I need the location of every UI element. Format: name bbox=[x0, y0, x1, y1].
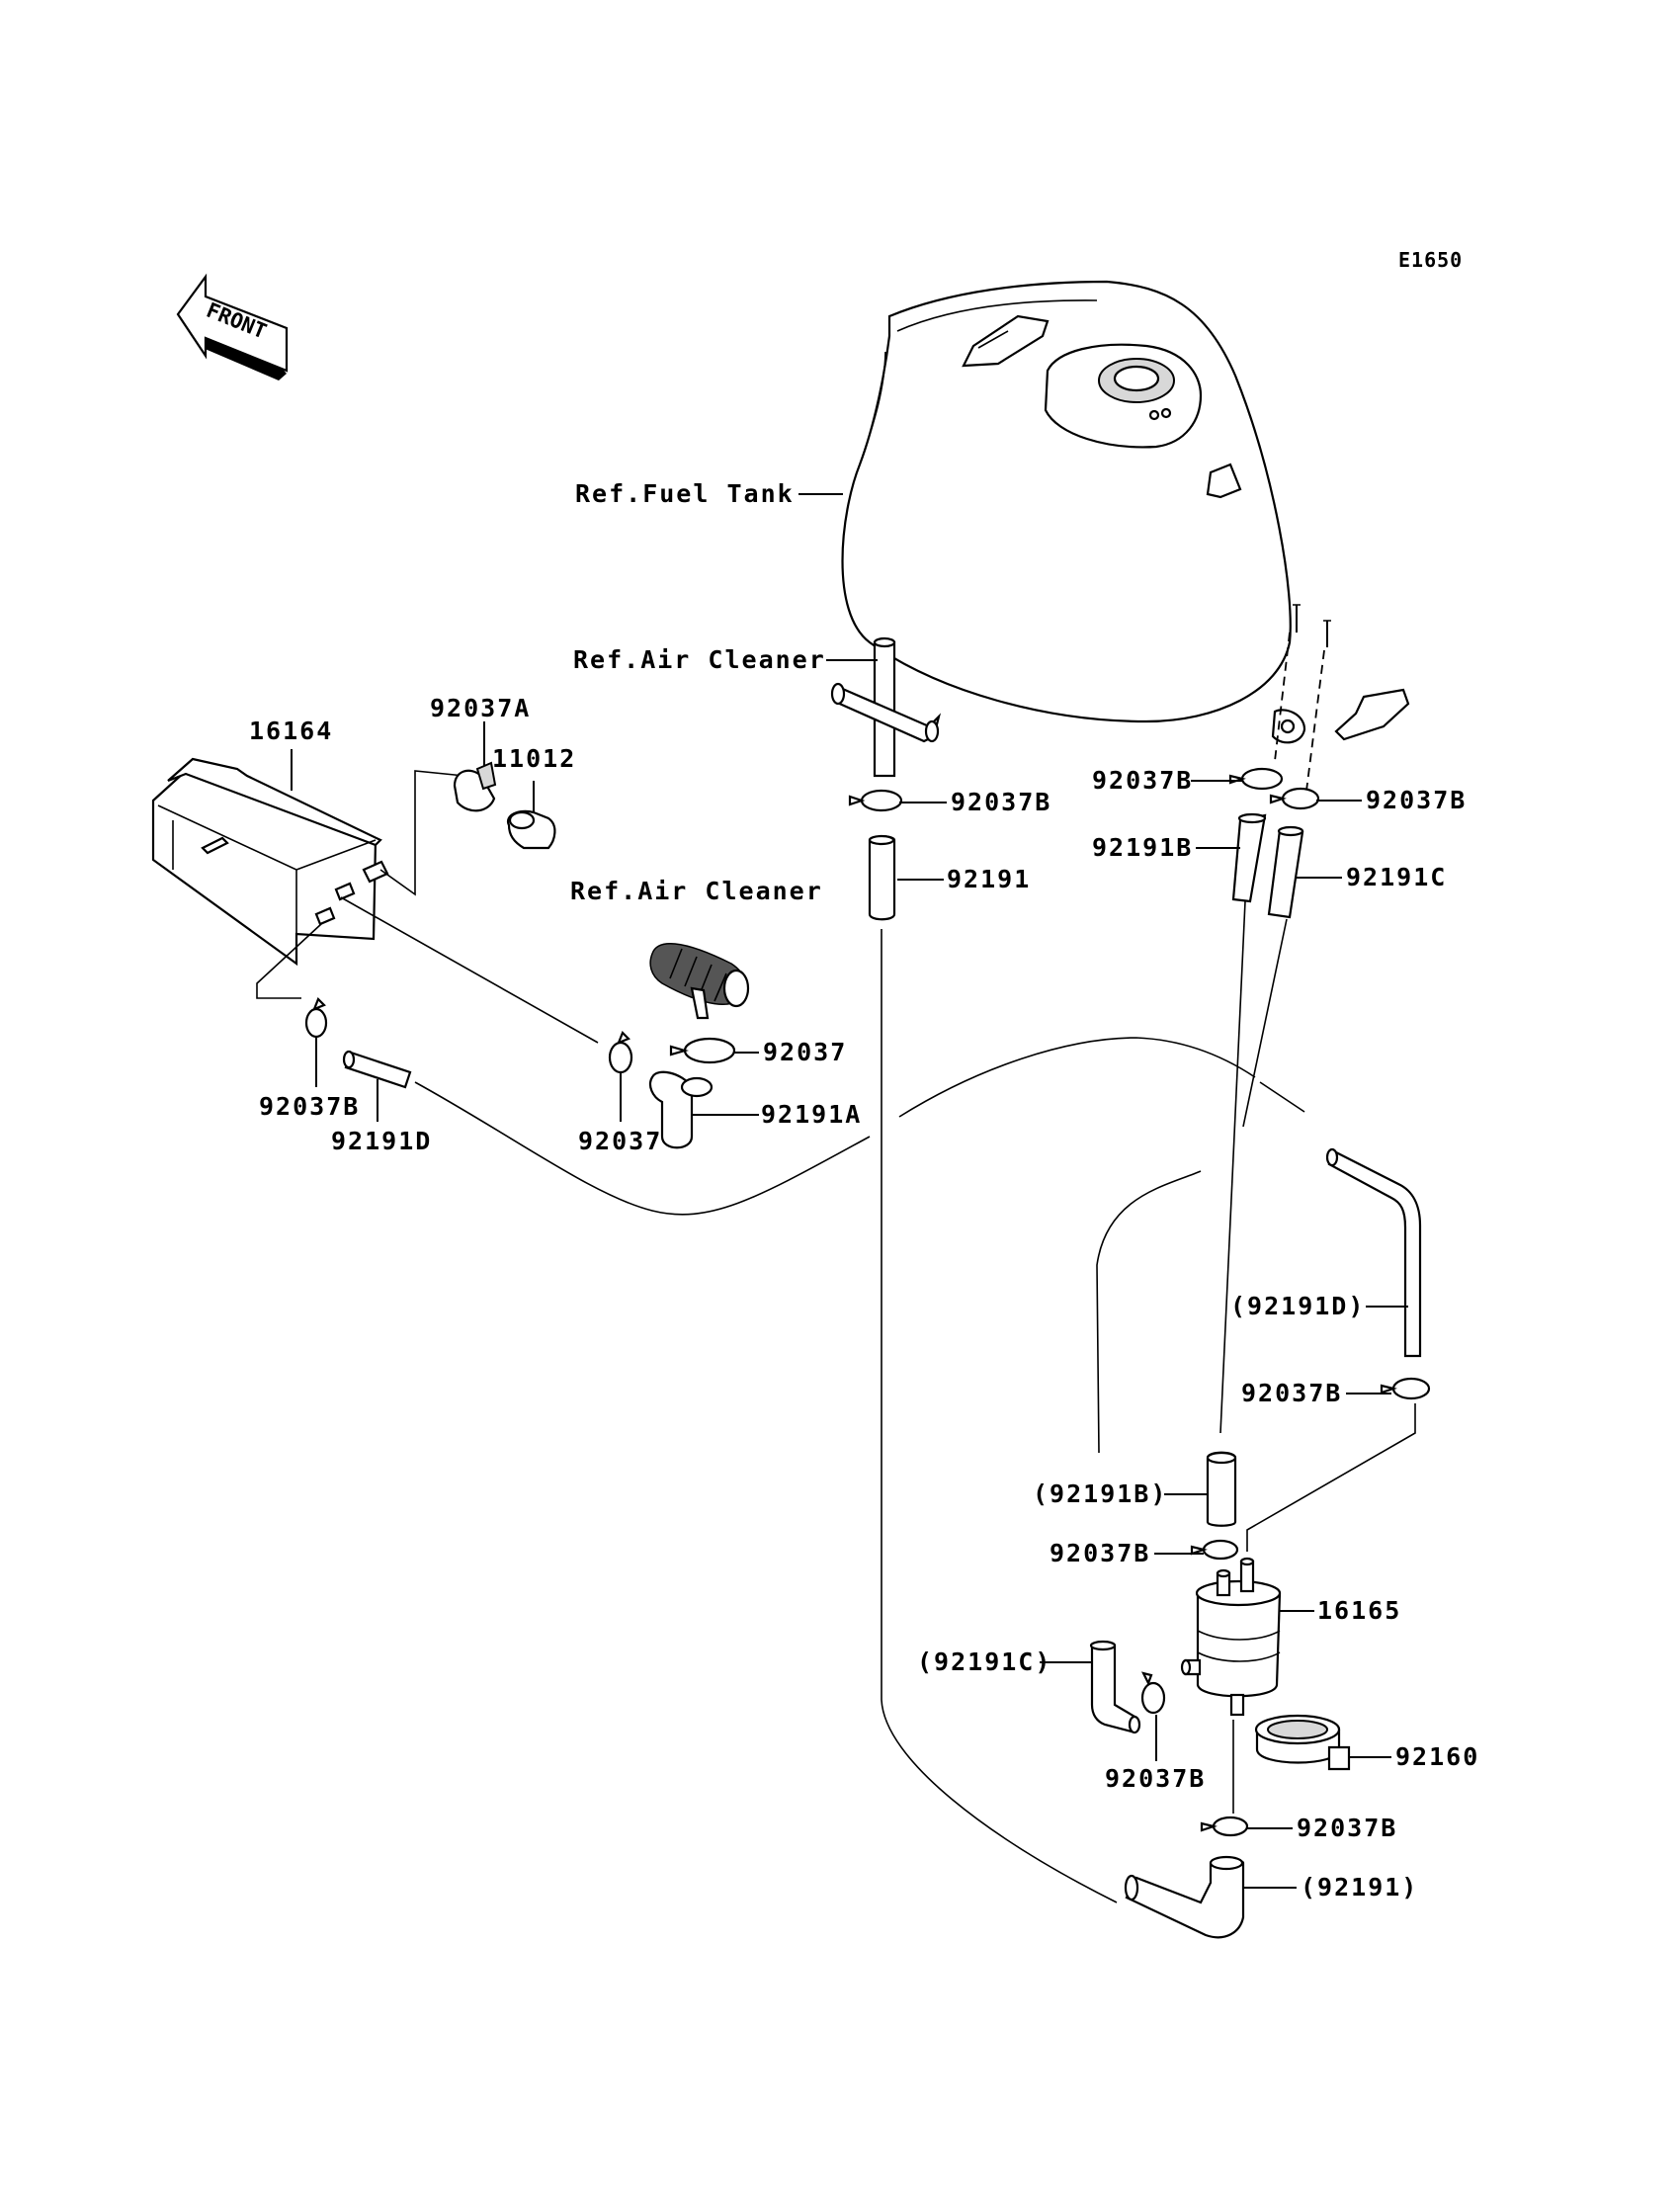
label-16165: 16165 bbox=[1317, 1596, 1401, 1625]
label-92037b-filter-side: 92037B bbox=[1105, 1764, 1206, 1793]
label-92191c: 92191C bbox=[1346, 863, 1447, 891]
label-92160: 92160 bbox=[1395, 1742, 1479, 1771]
label-92037-bottom: 92037 bbox=[578, 1127, 662, 1155]
label-92191-paren: (92191) bbox=[1301, 1873, 1418, 1901]
diagram-code: E1650 bbox=[1398, 248, 1463, 272]
label-92191b: 92191B bbox=[1092, 833, 1193, 862]
label-92037-right: 92037 bbox=[763, 1038, 847, 1066]
label-92037b-canister: 92037B bbox=[259, 1092, 360, 1121]
label-92191d: 92191D bbox=[331, 1127, 432, 1155]
clip-92037b-top-drawing bbox=[848, 789, 903, 812]
hose-92191-drawing bbox=[868, 834, 896, 921]
label-92037b-clip-top: 92037B bbox=[951, 788, 1051, 816]
label-92191b-paren: (92191B) bbox=[1033, 1479, 1167, 1508]
label-92037a: 92037A bbox=[430, 694, 531, 722]
fuel-filter-16165-drawing bbox=[1180, 1557, 1282, 1717]
hose-92191c-lower-drawing bbox=[1089, 1640, 1141, 1734]
hose-92191b-lower-drawing bbox=[1206, 1451, 1237, 1527]
clamp-92037a-drawing bbox=[453, 751, 497, 812]
clip-92037b-canister-drawing bbox=[304, 997, 328, 1039]
hose-92191d-drawing bbox=[342, 1050, 412, 1089]
canister-16164-drawing bbox=[151, 757, 389, 967]
cap-11012-drawing bbox=[506, 809, 556, 850]
label-ref-air-cleaner-top: Ref.Air Cleaner bbox=[573, 645, 826, 674]
clip-92037b-tank-right-drawing bbox=[1269, 787, 1320, 810]
clip-92037b-filter-top-drawing bbox=[1190, 1539, 1239, 1561]
label-92191d-paren: (92191D) bbox=[1230, 1292, 1365, 1320]
ring-92160-drawing bbox=[1254, 1714, 1351, 1771]
label-92037b-tank-right: 92037B bbox=[1366, 786, 1467, 814]
hose-92191-elbow-drawing bbox=[1124, 1855, 1245, 1939]
label-92037b-filter-top: 92037B bbox=[1050, 1539, 1150, 1567]
hose-92191b-drawing bbox=[1231, 812, 1267, 903]
label-92191: 92191 bbox=[947, 865, 1031, 893]
label-92191a: 92191A bbox=[761, 1100, 862, 1129]
hose-92191a-drawing bbox=[648, 1070, 714, 1149]
label-92037b-bottom: 92037B bbox=[1297, 1814, 1397, 1842]
air-cleaner-fitting-drawing bbox=[649, 943, 750, 1020]
clip-92037-bottom-drawing bbox=[608, 1031, 633, 1074]
route-92191d bbox=[414, 1081, 871, 1216]
hose-92191d-right-drawing bbox=[1325, 1147, 1422, 1358]
label-92037b-tank-left: 92037B bbox=[1092, 766, 1193, 795]
t-fitting-drawing bbox=[830, 636, 942, 778]
clip-92037b-bottom-drawing bbox=[1200, 1816, 1249, 1837]
label-92191c-paren: (92191C) bbox=[917, 1648, 1051, 1676]
front-arrow-icon: FRONT bbox=[176, 273, 289, 380]
fuel-tank-drawing bbox=[841, 280, 1410, 792]
clip-92037-drawing bbox=[669, 1037, 736, 1064]
hose-92191c-drawing bbox=[1267, 825, 1304, 919]
clip-92037b-tank-left-drawing bbox=[1228, 767, 1284, 791]
label-92037b-right-mid: 92037B bbox=[1241, 1379, 1342, 1407]
label-ref-air-cleaner-mid: Ref.Air Cleaner bbox=[570, 877, 823, 905]
label-11012: 11012 bbox=[492, 744, 576, 773]
clip-92037b-right-mid-drawing bbox=[1380, 1377, 1431, 1400]
label-ref-fuel-tank: Ref.Fuel Tank bbox=[575, 479, 795, 508]
clip-92037b-filter-side-drawing bbox=[1140, 1671, 1166, 1715]
label-16164: 16164 bbox=[249, 717, 333, 745]
